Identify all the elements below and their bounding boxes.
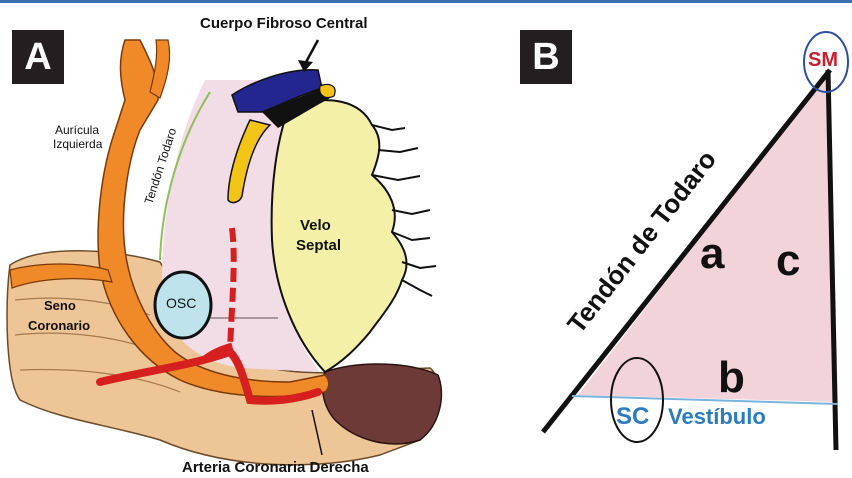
label-septal: Septal <box>296 237 341 254</box>
label-seno: Seno <box>44 298 76 313</box>
label-c: c <box>776 236 800 285</box>
label-auricula-1: Aurícula <box>55 123 99 137</box>
label-osc: OSC <box>166 295 196 311</box>
label-vestibulo: Vestíbulo <box>668 404 766 429</box>
label-coronario: Coronario <box>28 318 90 333</box>
label-auricula-2: Izquierda <box>53 137 103 151</box>
label-cuerpo-fibroso: Cuerpo Fibroso Central <box>200 15 368 32</box>
label-velo: Velo <box>300 217 331 234</box>
panel-a-badge: A <box>12 30 64 84</box>
panel-b-badge: B <box>520 30 572 84</box>
label-arteria: Arteria Coronaria Derecha <box>182 459 369 476</box>
label-sm: SM <box>808 49 838 71</box>
label-a: a <box>700 229 725 278</box>
panel-b-diagram <box>543 32 848 450</box>
label-sc: SC <box>616 403 649 430</box>
panel-a-illustration <box>7 40 441 465</box>
label-b: b <box>718 353 745 402</box>
